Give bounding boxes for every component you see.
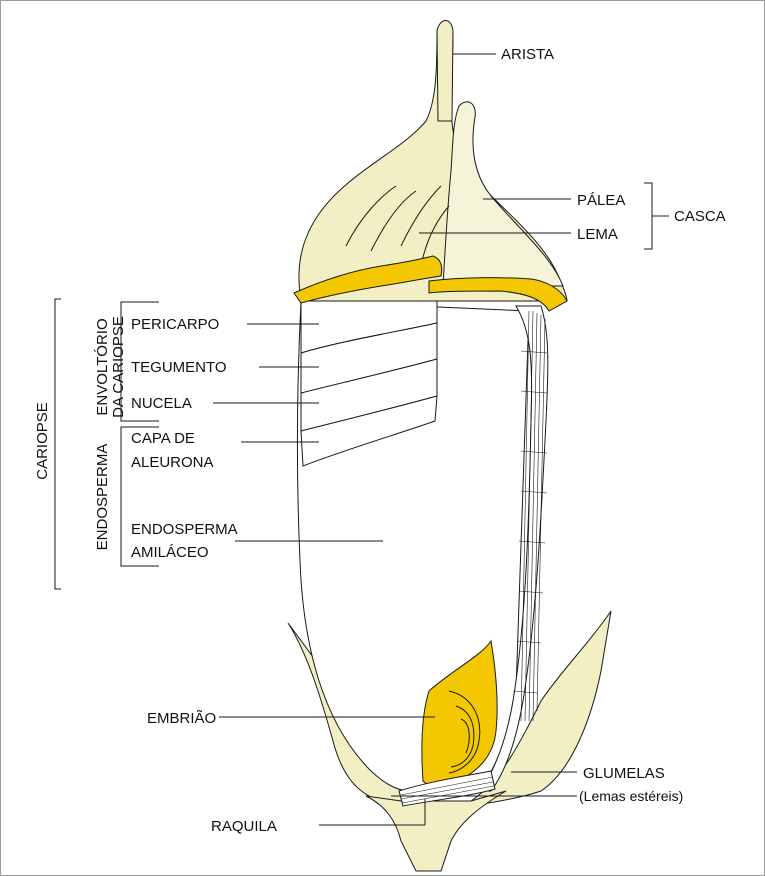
palea-shape [443,102,563,286]
label-capa-2: ALEURONA [131,454,214,471]
label-endosperma-vertical: ENDOSPERMA [94,444,111,551]
label-glumelas-1: GLUMELAS [583,765,665,782]
label-glumelas-2: (Lemas estéreis) [579,788,683,804]
label-endosperma-1: ENDOSPERMA [131,521,238,538]
arista-shape [437,20,453,121]
label-capa-1: CAPA DE [131,430,195,447]
label-tegumento: TEGUMENTO [131,359,227,376]
label-lema: LEMA [577,226,618,243]
label-cariopse: CARIOPSE [34,402,51,480]
label-pericarpo: PERICARPO [131,316,219,333]
label-envoltorio-1: ENVOLTÓRIO [94,318,111,415]
label-envoltorio-2: DA CARIOPSE [110,316,127,418]
label-arista: ARISTA [501,46,554,63]
label-nucela: NUCELA [131,395,192,412]
label-endosperma-2: AMILÁCEO [131,544,209,561]
label-casca: CASCA [674,208,726,225]
label-palea: PÁLEA [577,192,625,209]
label-embriao: EMBRIÃO [147,710,216,727]
label-raquila: RAQUILA [211,818,277,835]
raquila-shape [366,791,506,871]
